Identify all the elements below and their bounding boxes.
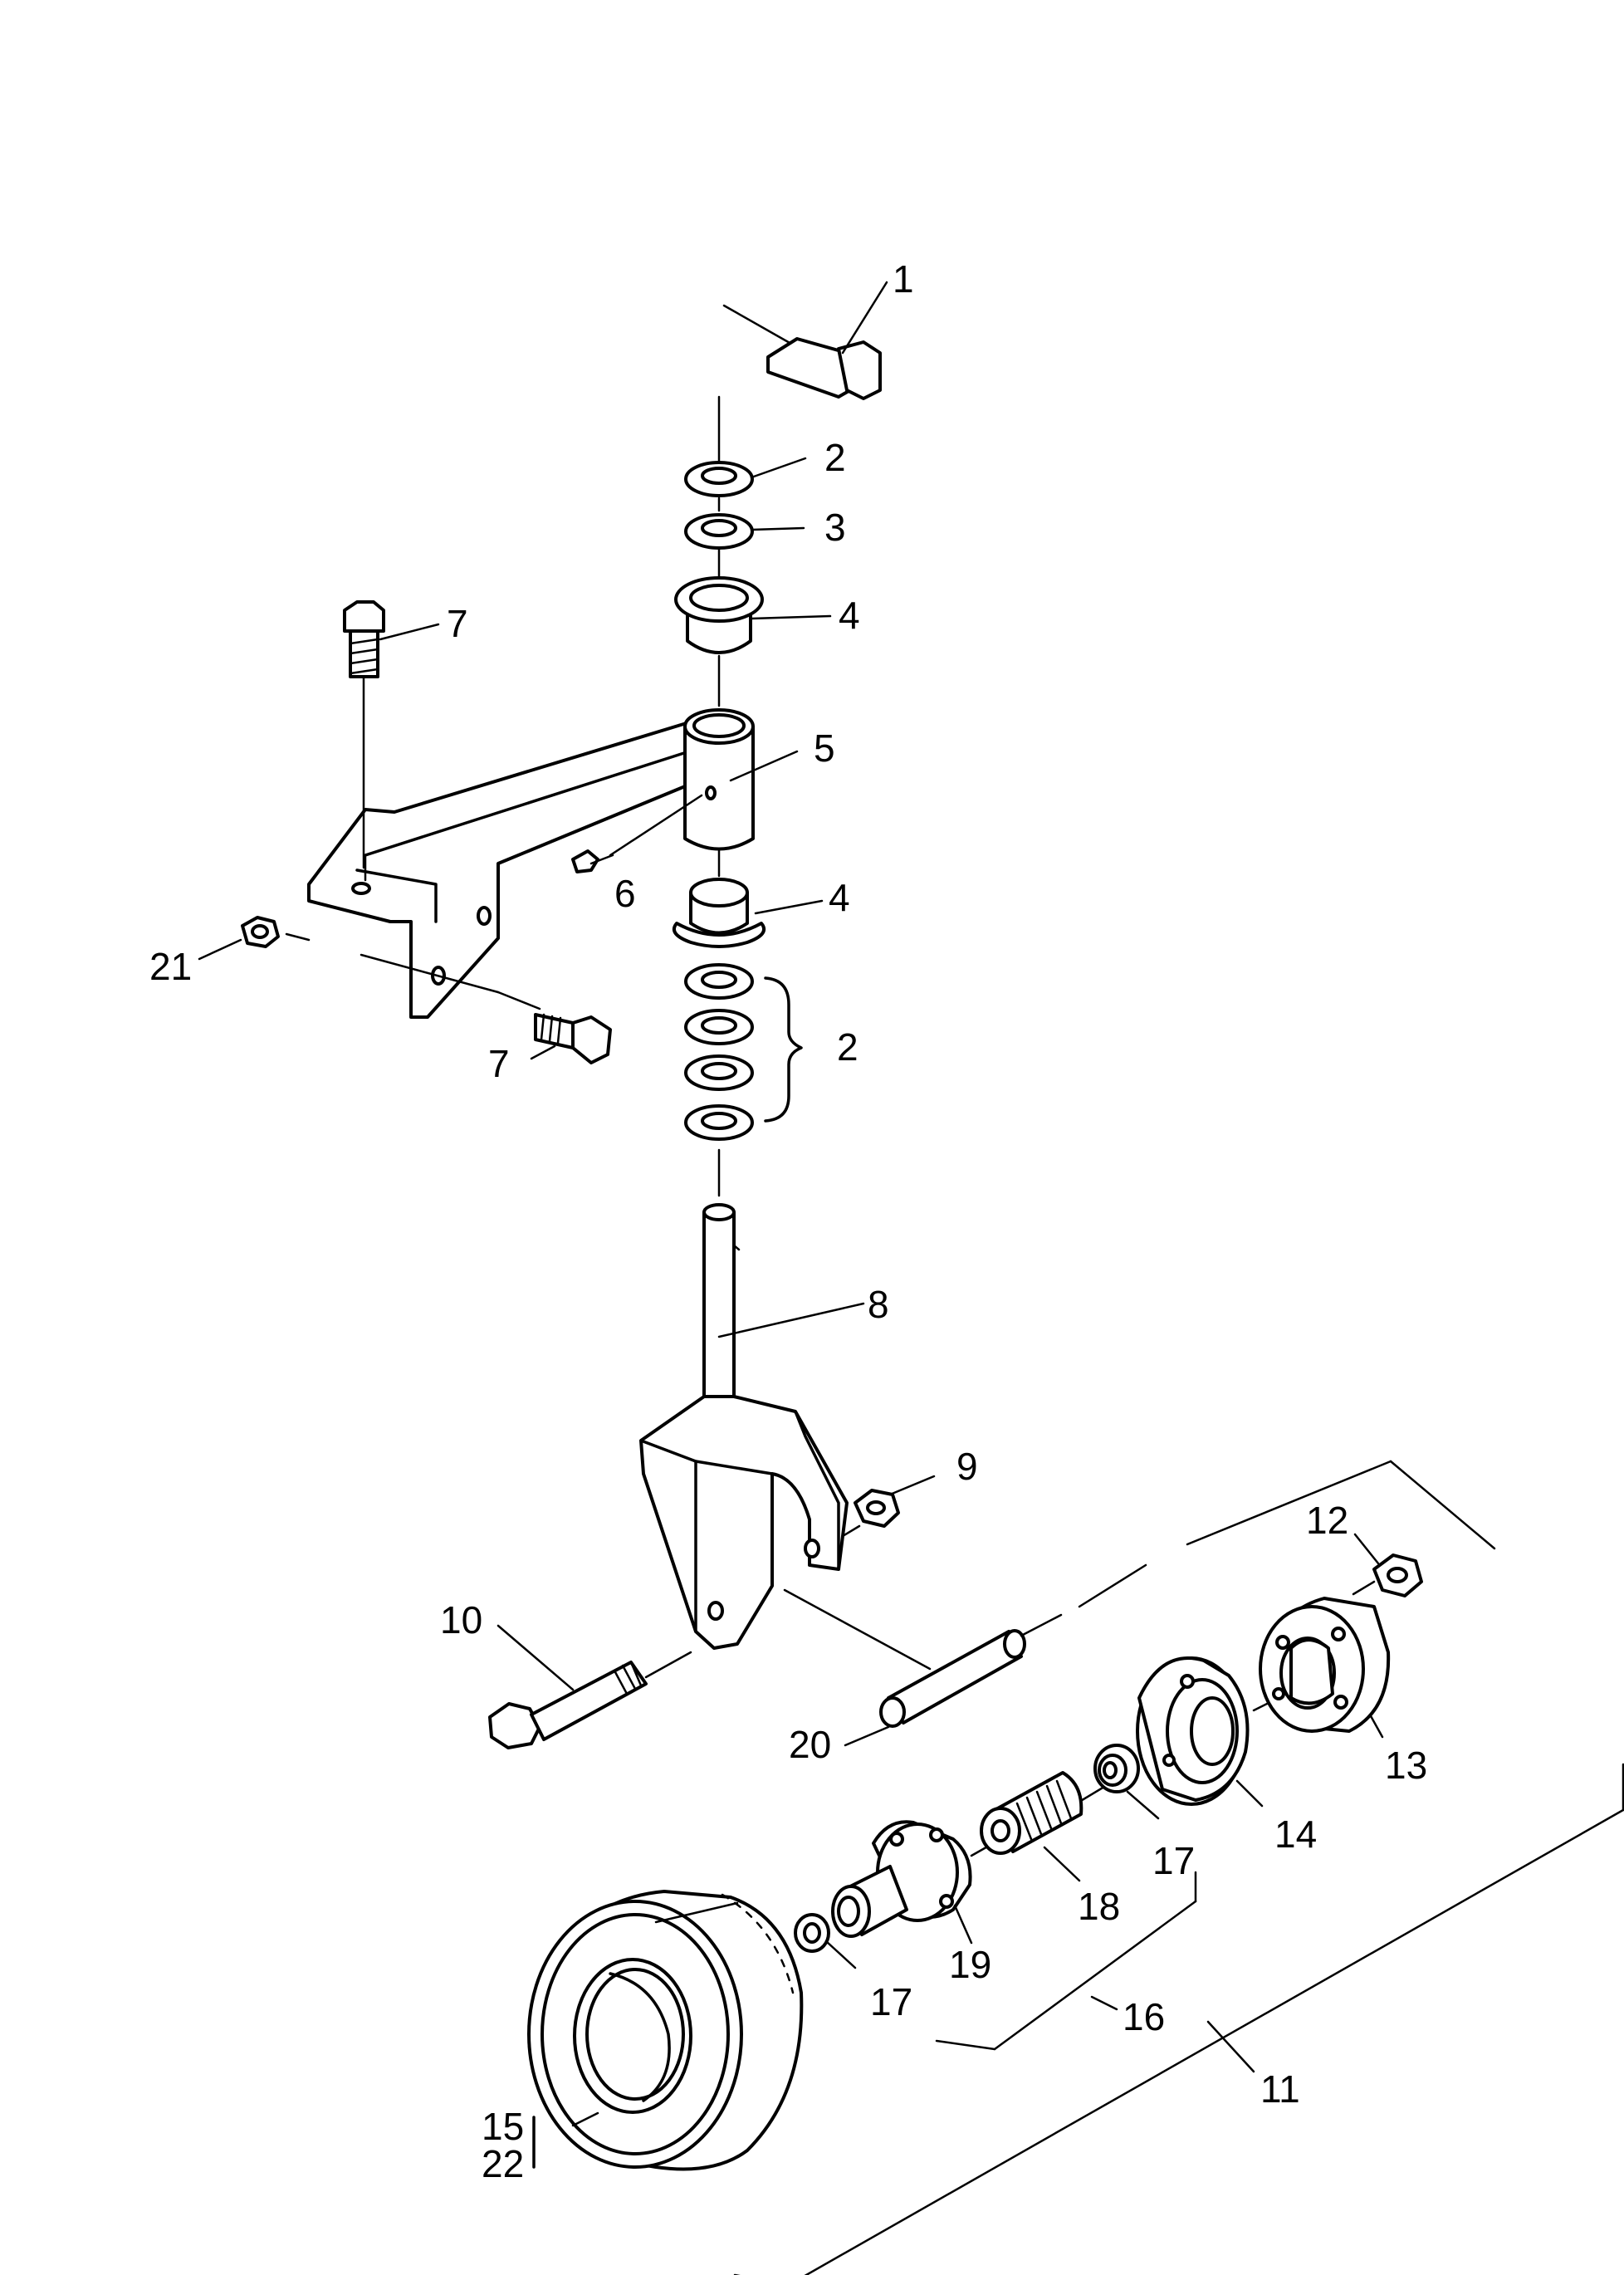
- callout-2-top: 2: [824, 436, 846, 479]
- part-17-bearing-left: [794, 1913, 857, 1969]
- callout-10: 10: [440, 1598, 482, 1641]
- part-15-tire: [527, 1890, 804, 2171]
- callout-12: 12: [1306, 1499, 1348, 1542]
- callout-4-top: 4: [839, 594, 860, 637]
- callout-labels: 1 2 3 4 7 5 6 4 21 2 7 8 9 12 10 20 13 1…: [149, 257, 1427, 2185]
- part-3-washer: [684, 513, 805, 550]
- callout-7-bottom: 7: [488, 1042, 510, 1085]
- part-8-caster-fork: [639, 1203, 865, 1650]
- callout-15: 15: [482, 2105, 524, 2148]
- assembly-brackets: [733, 1460, 1624, 2275]
- callout-1: 1: [893, 257, 914, 301]
- callout-17-right: 17: [1152, 1839, 1195, 1882]
- part-2-washer-top: [684, 457, 807, 497]
- callout-19: 19: [949, 1943, 991, 1986]
- callout-11: 11: [1260, 2067, 1300, 2111]
- part-9-nut: [841, 1475, 936, 1538]
- callout-20: 20: [789, 1723, 831, 1766]
- part-19-hub: [831, 1820, 973, 1945]
- callout-14: 14: [1274, 1813, 1317, 1856]
- part-18-roller-bearing: [980, 1771, 1083, 1882]
- callout-2-group: 2: [837, 1025, 858, 1069]
- callout-18: 18: [1078, 1885, 1120, 1928]
- callout-17-left: 17: [870, 1980, 912, 2023]
- part-14-hub-half: [1136, 1656, 1264, 1808]
- callout-21: 21: [149, 945, 192, 988]
- part-7-bolt-bottom: [530, 1013, 612, 1064]
- callout-13: 13: [1385, 1744, 1427, 1787]
- callout-3: 3: [824, 506, 846, 549]
- part-1-clip: [722, 281, 888, 400]
- part-2-washer-stack: [684, 963, 803, 1141]
- callout-5: 5: [814, 727, 835, 770]
- callout-6: 6: [614, 872, 636, 915]
- callout-16: 16: [1123, 1995, 1165, 2038]
- part-4-bushing-top: [674, 576, 832, 654]
- part-13-hub-half: [1259, 1597, 1391, 1739]
- part-17-bearing-right: [1093, 1744, 1160, 1820]
- leader-lines: [1090, 1995, 1255, 2073]
- part-4-bushing-bottom: [672, 878, 824, 948]
- part-5-swing-arm: [307, 708, 799, 1019]
- callout-22: 22: [482, 2142, 524, 2185]
- callout-8: 8: [868, 1283, 889, 1326]
- callout-7-top: 7: [447, 602, 468, 645]
- callout-9: 9: [956, 1445, 978, 1488]
- part-21-nut: [198, 916, 541, 1010]
- part-12-nut: [1352, 1533, 1423, 1597]
- part-7-bolt-top: [343, 600, 440, 869]
- part-10-axle-bolt: [488, 1624, 692, 1749]
- callout-4-bottom: 4: [829, 876, 850, 919]
- part-20-spacer-tube: [783, 1588, 1063, 1747]
- part-6-grease-fitting: [571, 849, 614, 873]
